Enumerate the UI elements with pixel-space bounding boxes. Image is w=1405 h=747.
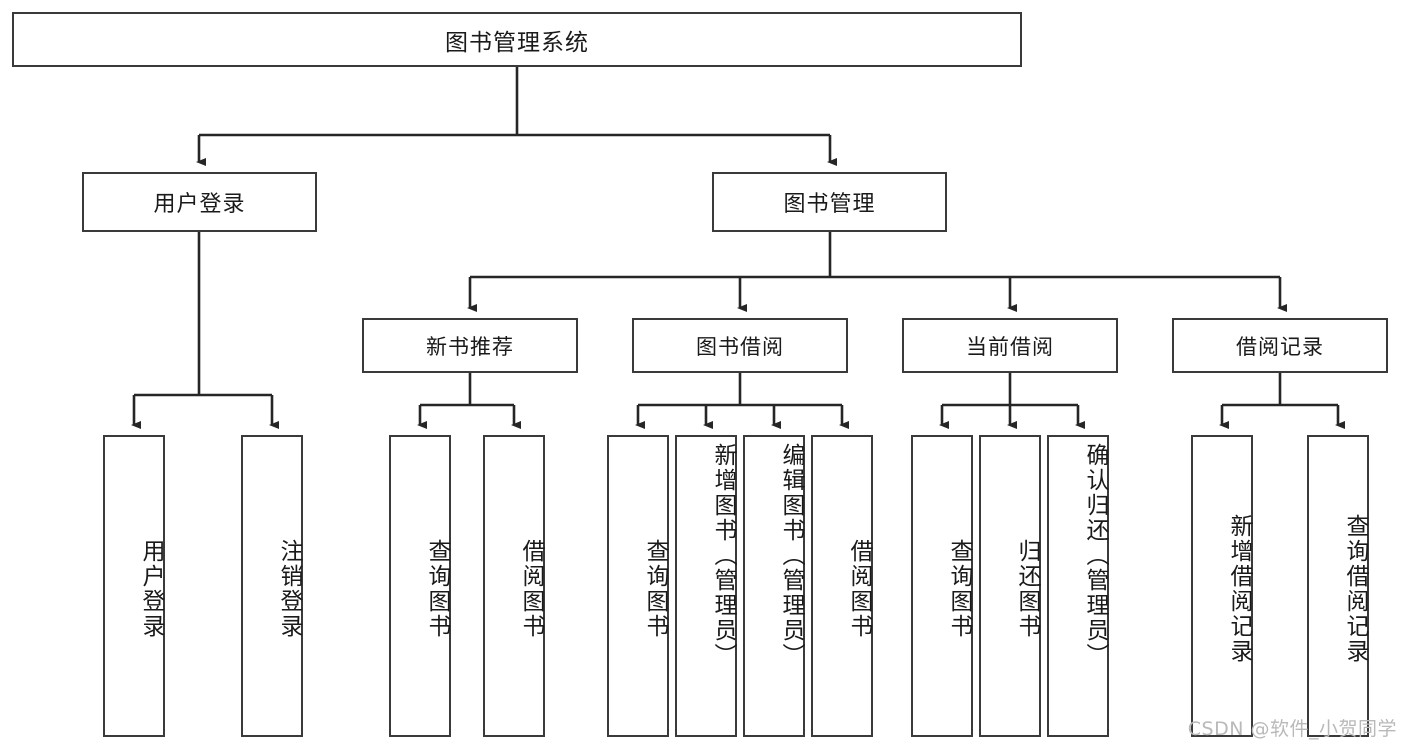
- leaf-borrow-book-recommend[interactable]: 借阅图书: [483, 435, 545, 737]
- node-book-borrow[interactable]: 图书借阅: [632, 318, 848, 373]
- node-root-system[interactable]: 图书管理系统: [12, 12, 1022, 67]
- leaf-return-book[interactable]: 归还图书: [979, 435, 1041, 737]
- leaf-query-book-current[interactable]: 查询图书: [911, 435, 973, 737]
- leaf-logout[interactable]: 注销登录: [241, 435, 303, 737]
- leaf-add-borrow-record[interactable]: 新增借阅记录: [1191, 435, 1253, 737]
- csdn-watermark: CSDN @软件_小贺同学: [1187, 718, 1397, 740]
- leaf-user-login[interactable]: 用户登录: [103, 435, 165, 737]
- leaf-query-book-recommend[interactable]: 查询图书: [389, 435, 451, 737]
- node-new-book-recommend[interactable]: 新书推荐: [362, 318, 578, 373]
- node-book-management[interactable]: 图书管理: [712, 172, 947, 232]
- leaf-edit-book-admin[interactable]: 编辑图书（管理员）: [743, 435, 805, 737]
- leaf-borrow-book[interactable]: 借阅图书: [811, 435, 873, 737]
- node-current-borrow[interactable]: 当前借阅: [902, 318, 1118, 373]
- leaf-confirm-return-admin[interactable]: 确认归还（管理员）: [1047, 435, 1109, 737]
- node-user-login[interactable]: 用户登录: [82, 172, 317, 232]
- leaf-query-book-borrow[interactable]: 查询图书: [607, 435, 669, 737]
- leaf-query-borrow-record[interactable]: 查询借阅记录: [1307, 435, 1369, 737]
- leaf-add-book-admin[interactable]: 新增图书（管理员）: [675, 435, 737, 737]
- node-borrow-record[interactable]: 借阅记录: [1172, 318, 1388, 373]
